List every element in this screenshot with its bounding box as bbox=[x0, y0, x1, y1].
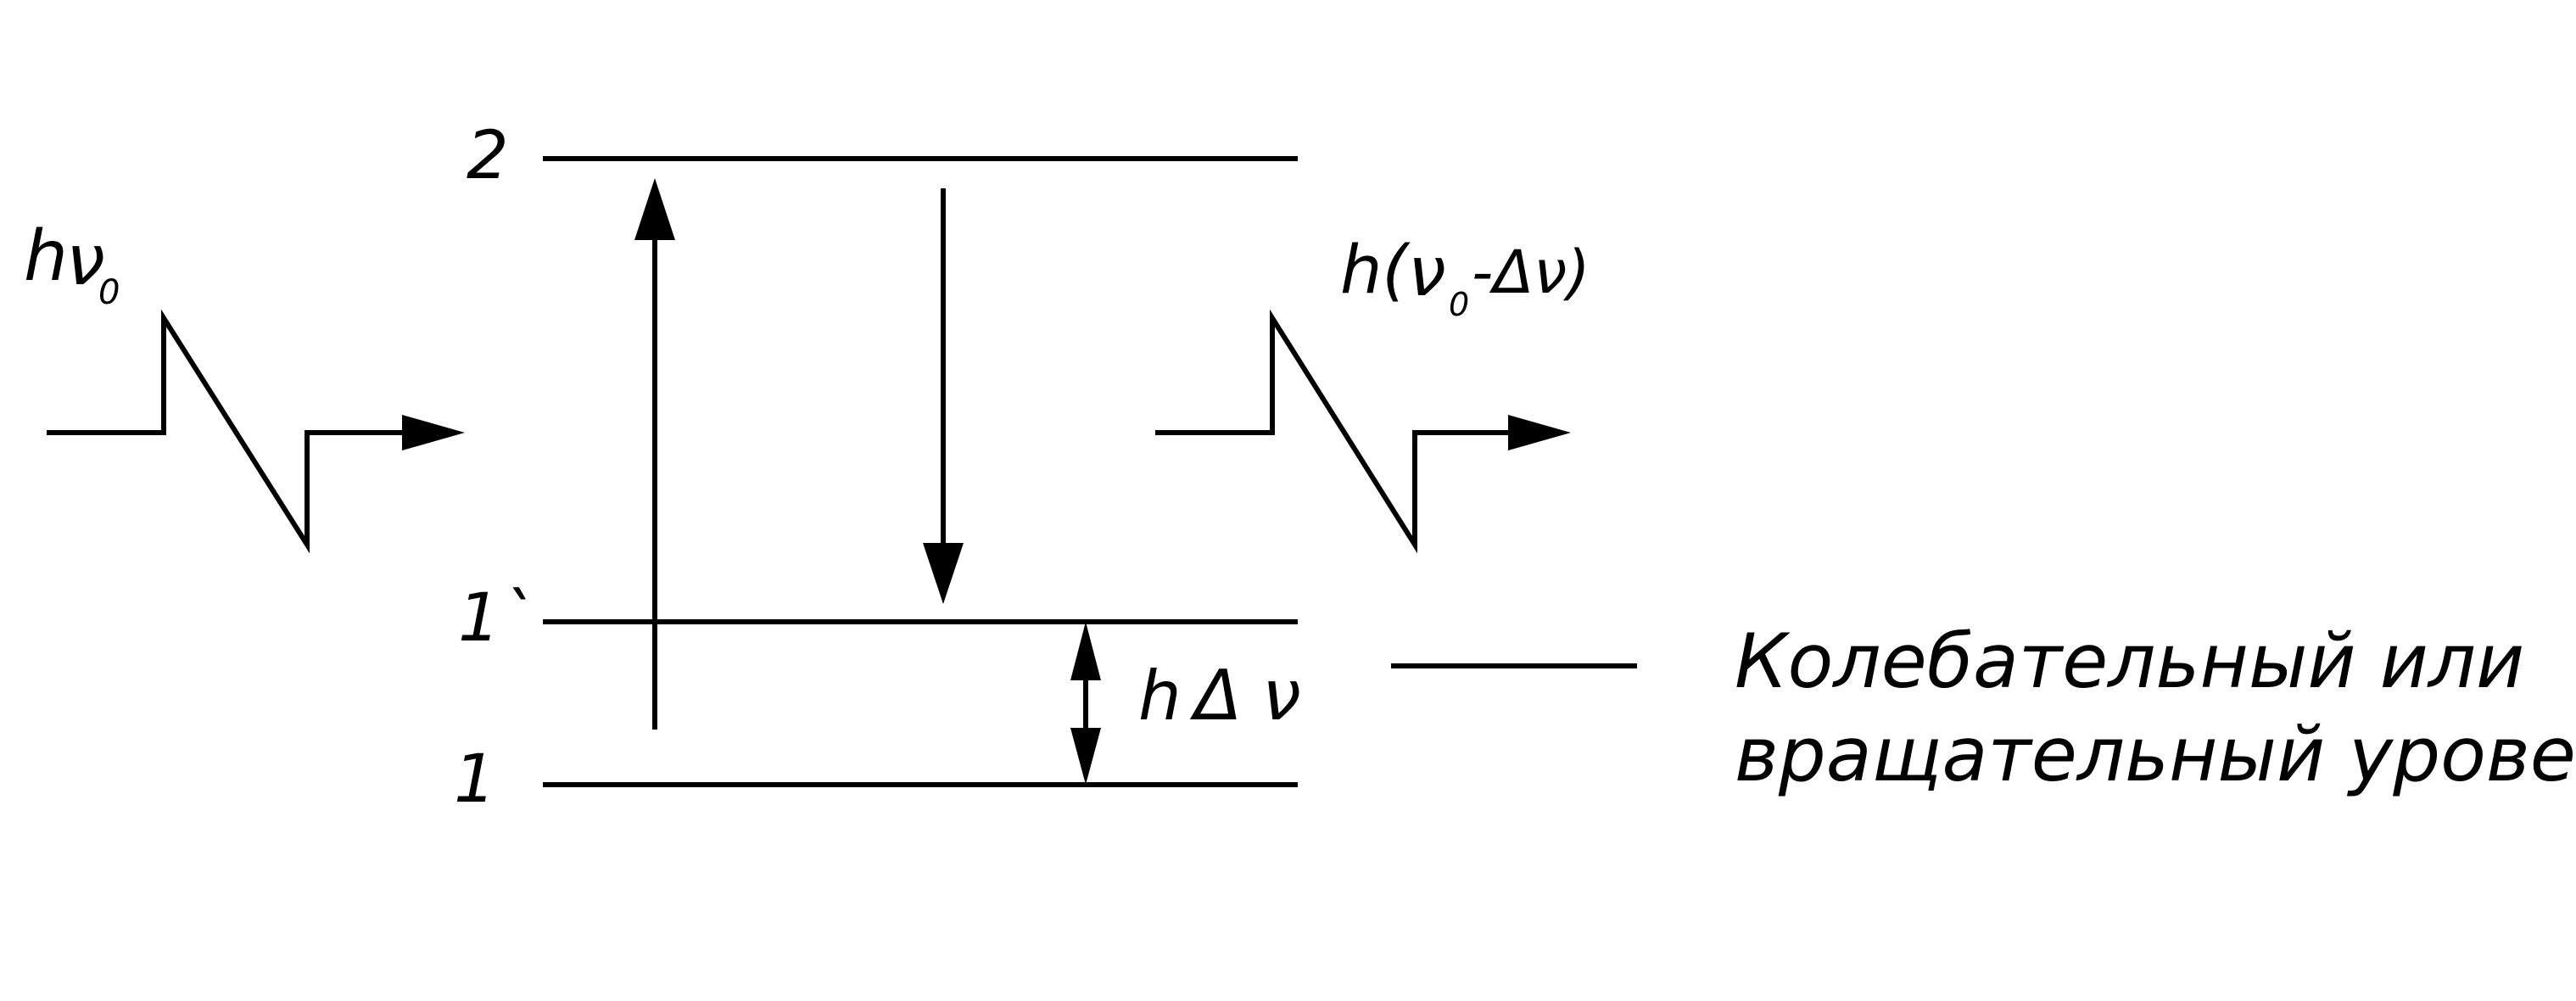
svg-text:h: h bbox=[1138, 657, 1182, 735]
svg-text:0: 0 bbox=[1449, 286, 1469, 323]
svg-text:-Δν): -Δν) bbox=[1472, 238, 1590, 307]
energy-gap-arrow bbox=[1070, 622, 1101, 785]
excitation-arrow bbox=[634, 178, 675, 730]
svg-text:ν: ν bbox=[66, 221, 105, 301]
svg-text:ν: ν bbox=[1408, 232, 1446, 311]
scattered-photon-label: h( ν 0 -Δν) bbox=[1340, 232, 1590, 323]
level-1-label: 1 bbox=[454, 741, 496, 818]
incident-photon-wave bbox=[47, 309, 465, 554]
legend-line-1: Колебательный или bbox=[1735, 618, 2524, 705]
svg-text:Δ: Δ bbox=[1189, 656, 1242, 736]
emission-arrow bbox=[923, 188, 964, 604]
level-2-label: 2 bbox=[467, 118, 509, 194]
legend-line-2: вращательный уровень bbox=[1735, 711, 2576, 798]
svg-text:ν: ν bbox=[1262, 656, 1301, 736]
svg-text:0: 0 bbox=[98, 273, 120, 312]
energy-gap-label: h Δ ν bbox=[1138, 656, 1301, 736]
svg-text:h(: h( bbox=[1340, 232, 1411, 309]
svg-text:h: h bbox=[24, 216, 68, 297]
level-1-prime-label: 1` bbox=[458, 580, 534, 657]
incident-photon-label: h ν 0 bbox=[24, 216, 120, 312]
scattered-photon-wave bbox=[1155, 309, 1571, 554]
